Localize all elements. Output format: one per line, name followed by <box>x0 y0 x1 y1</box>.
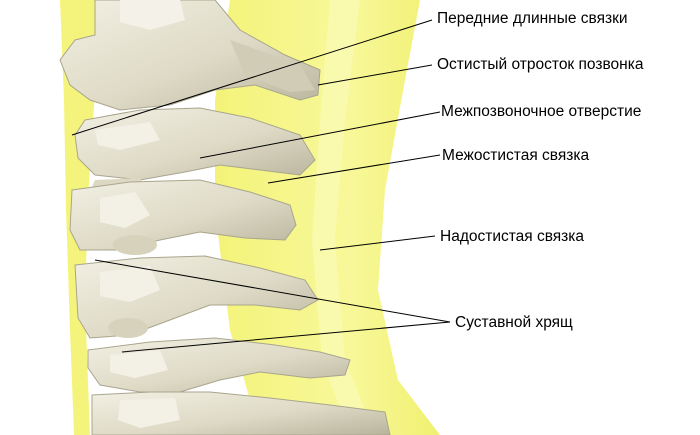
leader-line-supraspinous <box>319 235 436 251</box>
vertebra-1 <box>59 0 321 111</box>
label-intervertebral-foramen: Межпозвоночное отверстие <box>441 103 642 120</box>
label-spinous-process: Остистый отросток позвонка <box>437 56 644 73</box>
leader-line-interspinous <box>267 154 441 184</box>
vertebra-6 <box>91 391 391 435</box>
ligament-highlight <box>312 0 375 435</box>
leader-line-cartilage-1 <box>94 259 451 323</box>
leader-line-anterior <box>71 19 433 136</box>
label-anterior-longitudinal: Передние длинные связки <box>437 10 628 27</box>
label-supraspinous-ligament: Надостистая связка <box>440 228 585 245</box>
vertebra-3 <box>69 179 297 255</box>
vertebra-5 <box>87 337 351 393</box>
leader-lines <box>71 19 451 353</box>
vertebra-4 <box>74 255 319 339</box>
label-interspinous-ligament: Межостистая связка <box>442 147 590 164</box>
leader-line-cartilage-2 <box>121 321 451 353</box>
leader-line-spinous <box>317 64 433 86</box>
label-articular-cartilage: Суставной хрящ <box>455 314 573 331</box>
leader-line-foramen <box>199 111 441 159</box>
